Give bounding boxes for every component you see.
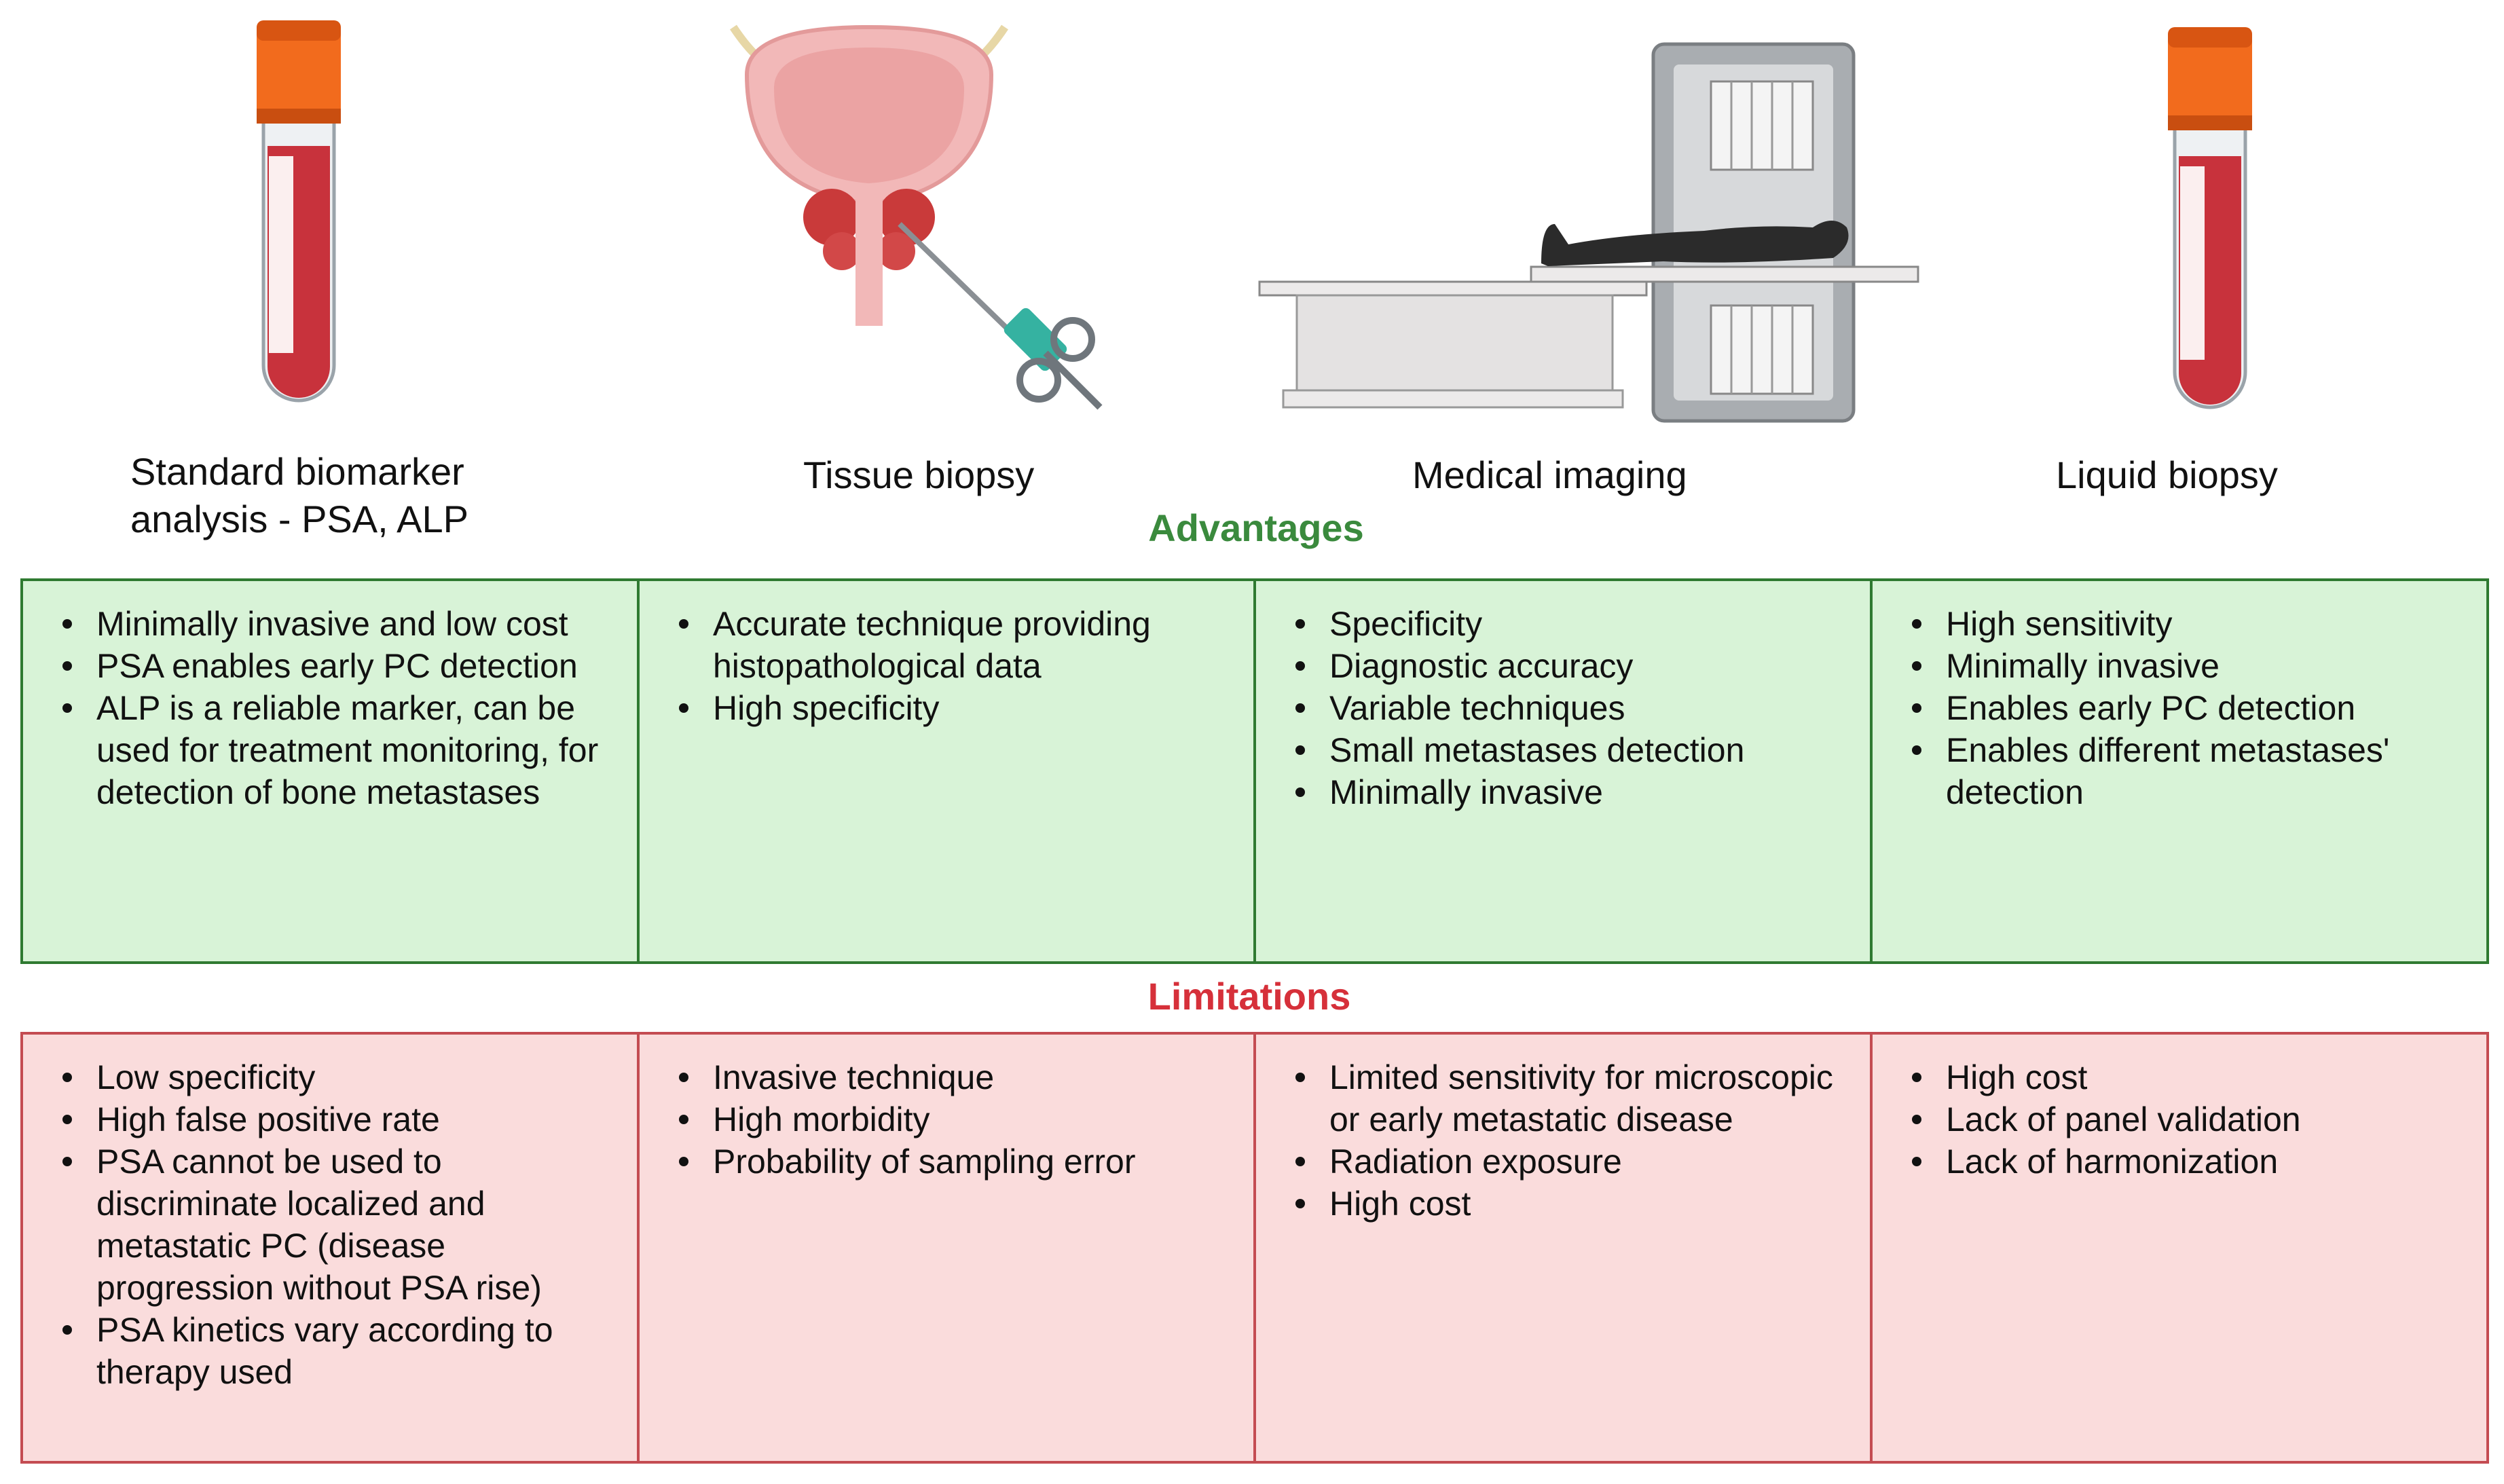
method-title-medical-imaging: Medical imaging bbox=[1412, 453, 1687, 496]
advantages-cell: Minimally invasive and low cost PSA enab… bbox=[23, 581, 637, 961]
advantage-item: Enables different metastases' detection bbox=[1912, 729, 2473, 813]
advantage-item: Enables early PC detection bbox=[1912, 687, 2473, 729]
limitation-item: PSA cannot be used to discriminate local… bbox=[62, 1140, 623, 1309]
advantages-cell: Accurate technique providing histopathol… bbox=[637, 581, 1253, 961]
method-title-tissue-biopsy: Tissue biopsy bbox=[803, 453, 1035, 496]
limitations-heading: Limitations bbox=[1147, 975, 1351, 1018]
advantage-item: Diagnostic accuracy bbox=[1295, 645, 1856, 687]
advantage-item: High sensitivity bbox=[1912, 603, 2473, 645]
method-title-line: analysis - PSA, ALP bbox=[130, 498, 469, 540]
limitation-item: Limited sensitivity for microscopic or e… bbox=[1295, 1056, 1856, 1140]
advantages-cell: High sensitivity Minimally invasive Enab… bbox=[1870, 581, 2486, 961]
blood-tube-icon bbox=[257, 20, 341, 403]
limitations-cell: Limited sensitivity for microscopic or e… bbox=[1253, 1035, 1870, 1461]
advantage-item: Accurate technique providing histopathol… bbox=[679, 603, 1240, 687]
advantages-cell: Specificity Diagnostic accuracy Variable… bbox=[1253, 581, 1870, 961]
method-title-liquid-biopsy: Liquid biopsy bbox=[2056, 453, 2278, 496]
advantage-item: High specificity bbox=[679, 687, 1240, 729]
limitation-item: Radiation exposure bbox=[1295, 1140, 1856, 1183]
advantage-item: ALP is a reliable marker, can be used fo… bbox=[62, 687, 623, 813]
limitation-item: High cost bbox=[1912, 1056, 2473, 1098]
advantage-item: Small metastases detection bbox=[1295, 729, 1856, 771]
advantage-item: Variable techniques bbox=[1295, 687, 1856, 729]
method-title-biomarker: Standard biomarker analysis - PSA, ALP bbox=[130, 448, 468, 543]
limitations-cell: High cost Lack of panel validation Lack … bbox=[1870, 1035, 2486, 1461]
limitation-item: Lack of panel validation bbox=[1912, 1098, 2473, 1140]
limitations-cell: Invasive technique High morbidity Probab… bbox=[637, 1035, 1253, 1461]
advantages-heading: Advantages bbox=[1148, 506, 1364, 549]
scanner-icon bbox=[1258, 42, 1919, 423]
advantage-item: Minimally invasive and low cost bbox=[62, 603, 623, 645]
limitation-item: High morbidity bbox=[679, 1098, 1240, 1140]
prostate-biopsy-icon bbox=[730, 24, 1103, 410]
blood-tube-icon bbox=[2168, 27, 2252, 409]
limitation-item: Probability of sampling error bbox=[679, 1140, 1240, 1183]
limitation-item: Lack of harmonization bbox=[1912, 1140, 2473, 1183]
method-title-line: Standard biomarker bbox=[130, 450, 464, 493]
advantages-table: Minimally invasive and low cost PSA enab… bbox=[20, 578, 2489, 964]
limitation-item: High cost bbox=[1295, 1183, 1856, 1225]
advantage-item: Minimally invasive bbox=[1295, 771, 1856, 813]
limitation-item: Low specificity bbox=[62, 1056, 623, 1098]
limitation-item: PSA kinetics vary according to therapy u… bbox=[62, 1309, 623, 1393]
limitations-cell: Low specificity High false positive rate… bbox=[23, 1035, 637, 1461]
limitation-item: Invasive technique bbox=[679, 1056, 1240, 1098]
advantage-item: Minimally invasive bbox=[1912, 645, 2473, 687]
advantage-item: Specificity bbox=[1295, 603, 1856, 645]
limitation-item: High false positive rate bbox=[62, 1098, 623, 1140]
advantage-item: PSA enables early PC detection bbox=[62, 645, 623, 687]
limitations-table: Low specificity High false positive rate… bbox=[20, 1032, 2489, 1464]
